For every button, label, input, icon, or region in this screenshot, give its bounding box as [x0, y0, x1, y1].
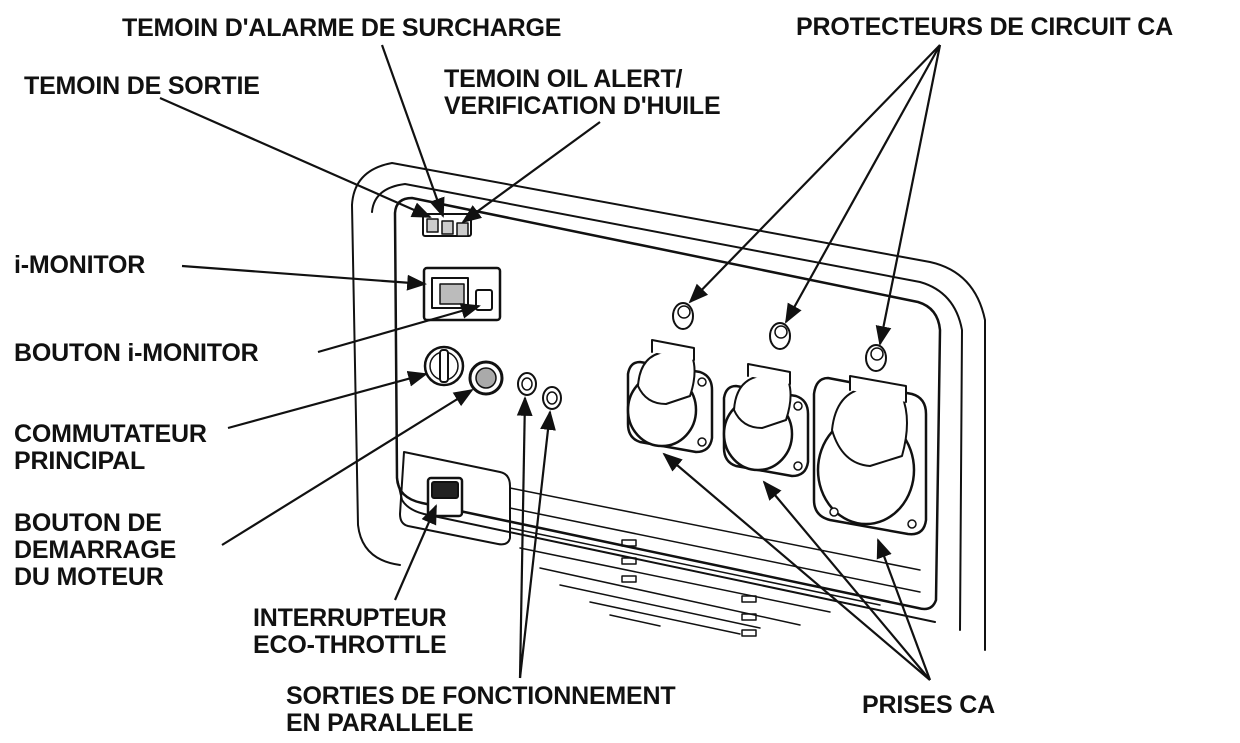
label-eco-throttle: INTERRUPTEUR ECO-THROTTLE: [253, 604, 447, 659]
ac-receptacle-3: [812, 375, 928, 536]
label-main-switch: COMMUTATEUR PRINCIPAL: [14, 420, 207, 475]
leader-parallel-2: [518, 410, 556, 679]
leader-i-monitor: [181, 264, 427, 291]
leader-oil-alert: [461, 121, 601, 224]
leader-receptacle-3: [876, 538, 932, 681]
leader-parallel-1: [516, 396, 533, 679]
vent-line-8: [609, 614, 661, 627]
label-overload-alarm: TEMOIN D'ALARME DE SURCHARGE: [122, 14, 562, 42]
ac-receptacle-2: [722, 363, 810, 478]
label-parallel-outlets: SORTIES DE FONCTIONNEMENT EN PARALLELE: [286, 682, 676, 737]
leader-main-switch: [227, 371, 428, 430]
label-output-indicator: TEMOIN DE SORTIE: [24, 72, 260, 100]
leader-protector-3: [875, 44, 942, 346]
label-i-monitor: i-MONITOR: [14, 251, 146, 279]
leader-receptacle-2: [762, 480, 931, 681]
circuit-protector-2: [769, 322, 791, 350]
eco-bay: [399, 451, 511, 546]
vent-line-4: [519, 547, 831, 613]
housing-outline: [351, 162, 986, 651]
label-ac-receptacles: PRISES CA: [862, 691, 995, 719]
panel-face: [393, 196, 942, 611]
leader-output-indicator: [159, 96, 432, 219]
circuit-protector-1: [672, 302, 694, 330]
vent-line-6: [559, 584, 761, 629]
vent-line-7: [589, 601, 741, 635]
leader-protector-2: [785, 44, 941, 324]
leader-receptacle-1: [662, 452, 931, 681]
vent-line-1: [509, 487, 921, 571]
vent-line-2: [509, 507, 921, 593]
label-oil-alert: TEMOIN OIL ALERT/ VERIFICATION D'HUILE: [444, 65, 721, 120]
vent-line-3: [509, 527, 881, 606]
circuit-protector-3: [865, 344, 887, 372]
label-circuit-protectors: PROTECTEURS DE CIRCUIT CA: [796, 13, 1173, 41]
leader-overload-alarm: [380, 44, 445, 218]
leader-eco-throttle: [393, 504, 438, 601]
housing-left-edge: [351, 204, 401, 566]
label-i-monitor-button: BOUTON i-MONITOR: [14, 339, 259, 367]
ac-receptacle-1: [626, 339, 714, 454]
leader-start-button: [221, 388, 474, 546]
label-start-button: BOUTON DE DEMARRAGE DU MOTEUR: [14, 509, 177, 591]
housing-inner-rim: [371, 183, 963, 631]
leader-protector-1: [688, 44, 941, 304]
leader-i-monitor-button: [317, 303, 481, 354]
vent-line-5: [539, 567, 801, 626]
